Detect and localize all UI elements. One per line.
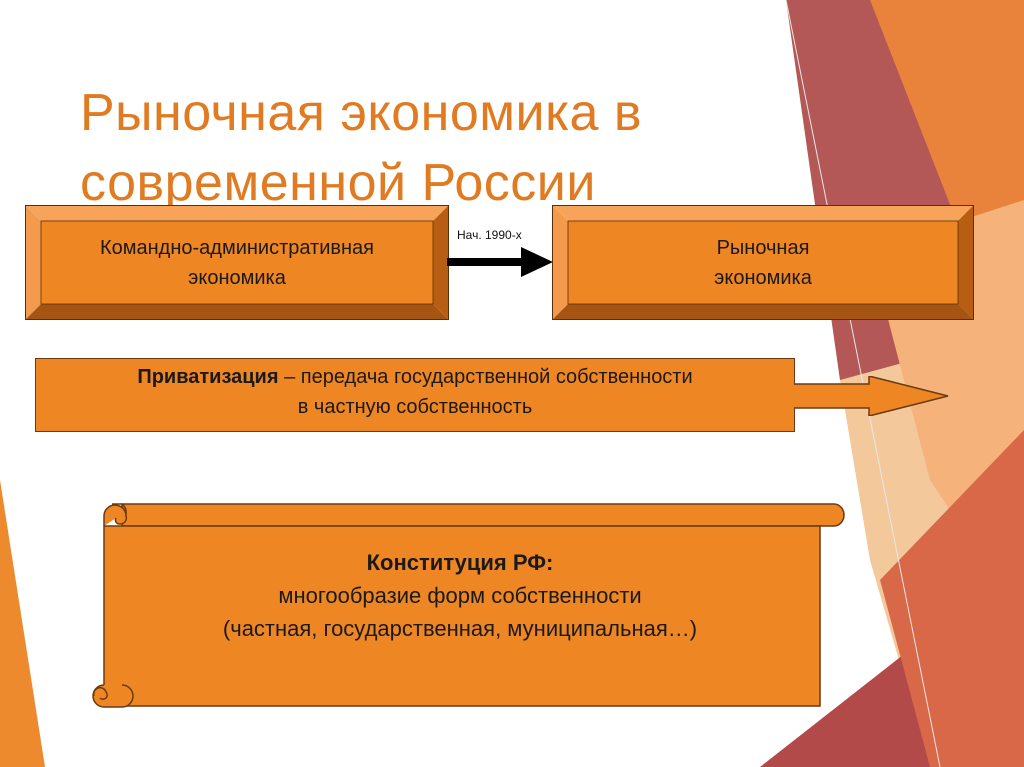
command-economy-line-2: экономика (188, 266, 286, 289)
deco-facet-coral (880, 430, 1024, 767)
constitution-heading: Конституция РФ: (366, 550, 554, 575)
privatization-line-2: в частную собственность (297, 396, 533, 418)
slide-title: Рыночная экономика в современной России (80, 78, 780, 218)
market-economy-line-1: Рыночная (716, 236, 810, 259)
deco-facet-orange-top (870, 0, 1024, 230)
title-line-1: Рыночная экономика в (80, 84, 642, 142)
privatization-box (35, 358, 795, 432)
constitution-line-1: многообразие форм собственности (278, 583, 642, 608)
constitution-scroll (92, 503, 845, 708)
transition-arrow-label: Нач. 1990-х (457, 228, 522, 242)
constitution-text: Конституция РФ: многообразие форм собств… (130, 546, 790, 645)
privatization-arrow (794, 376, 949, 416)
market-economy-label: Рыночная экономика (552, 205, 974, 320)
privatization-line-1: Приватизация – передача государственной … (35, 362, 795, 392)
constitution-line-2: (частная, государственная, муниципальная… (222, 616, 698, 641)
market-economy-box (552, 205, 974, 320)
privatization-term: Приватизация (137, 366, 279, 388)
command-economy-line-1: Командно-административная (99, 236, 375, 259)
privatization-text: Приватизация – передача государственной … (35, 362, 795, 422)
privatization-definition-1: – передача государственной собственности (278, 366, 693, 388)
title-line-2: современной России (80, 154, 596, 212)
deco-facet-left (0, 480, 45, 767)
command-economy-label: Командно-административная экономика (25, 205, 449, 320)
market-economy-line-2: экономика (714, 266, 812, 289)
command-economy-box (25, 205, 449, 320)
transition-arrow (447, 247, 553, 277)
